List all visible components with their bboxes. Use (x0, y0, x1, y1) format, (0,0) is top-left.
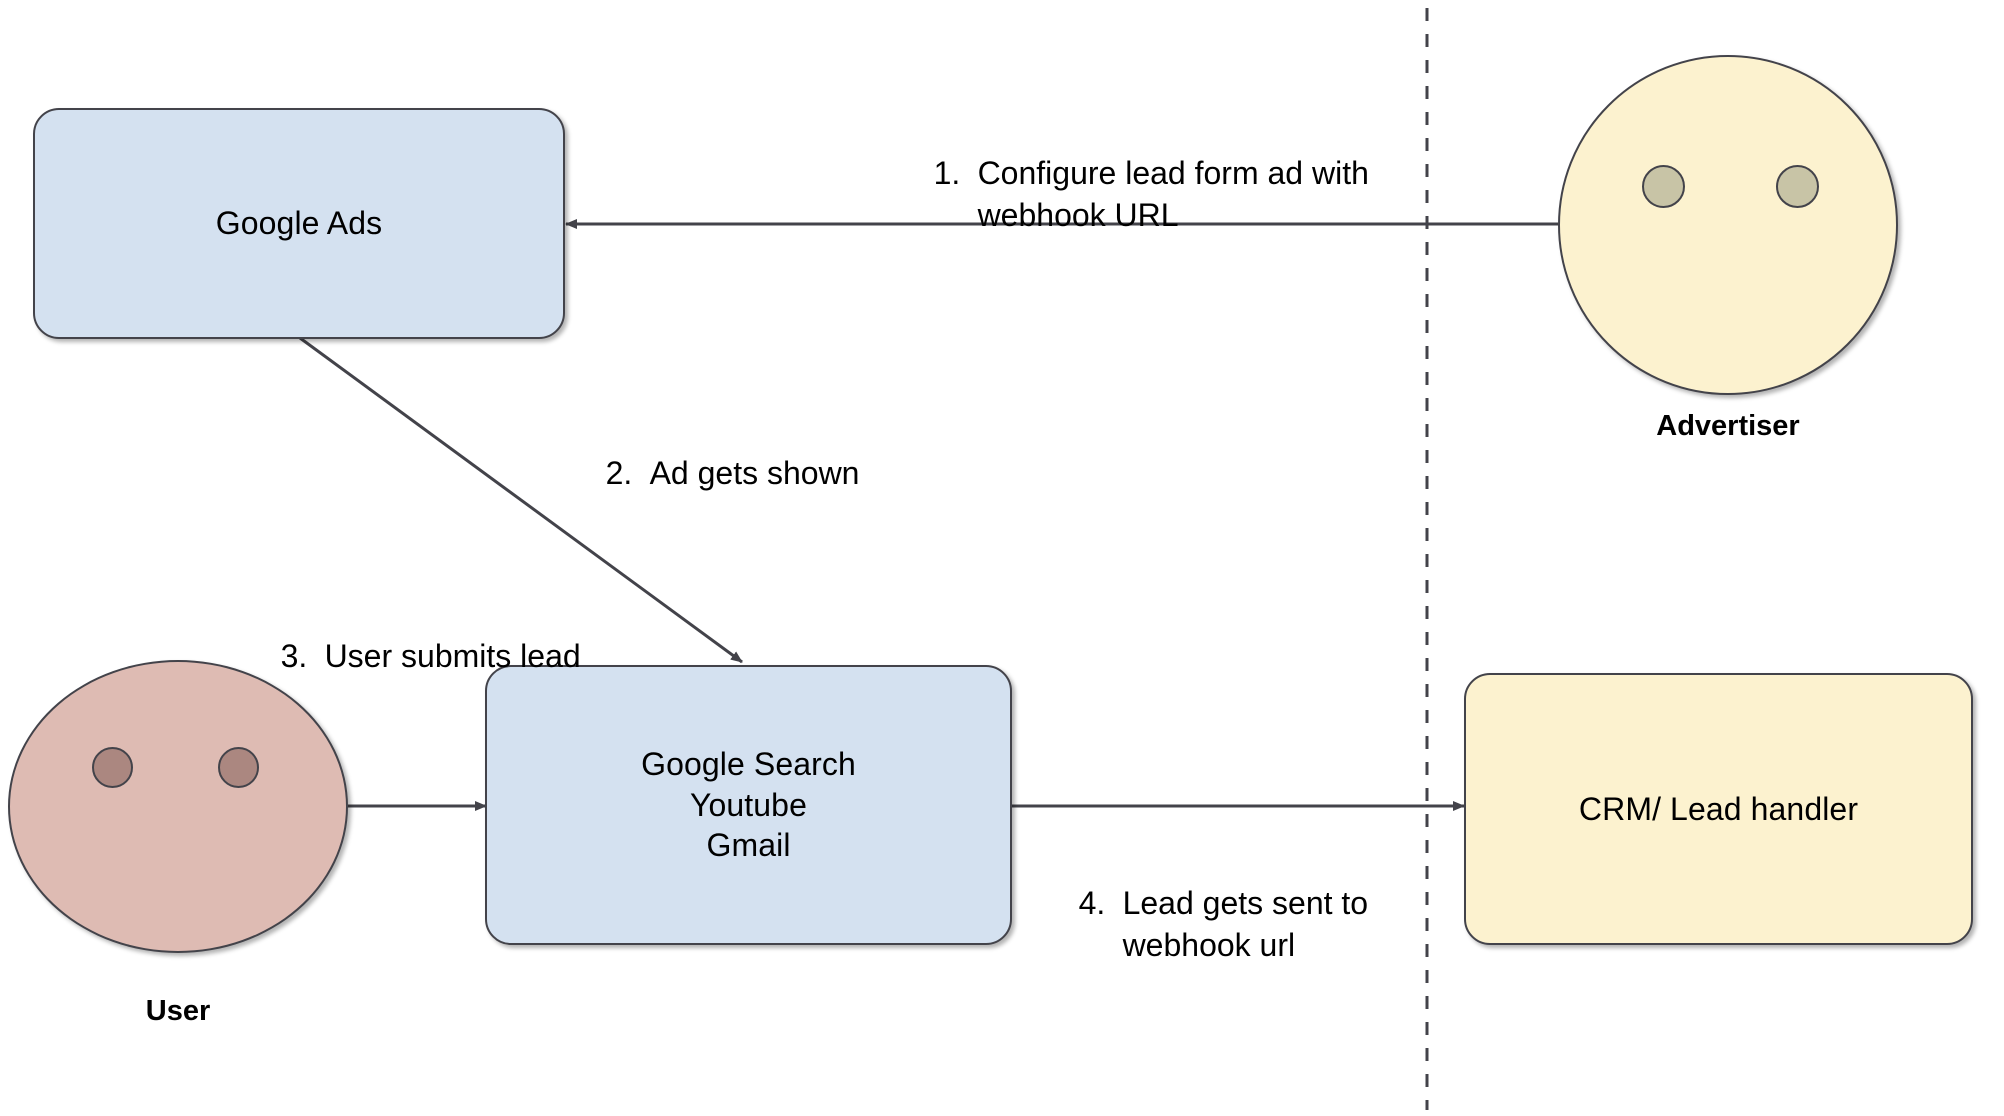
advertiser-left-eye-icon (1642, 165, 1685, 208)
flow-label-3: 3. User submits lead (245, 593, 581, 720)
flow-label-4-number: 4. (1078, 885, 1106, 922)
actor-user-label: User (145, 995, 211, 1027)
flow-label-4-text: Lead gets sent to webhook url (1122, 885, 1369, 964)
node-crm-lead-handler[interactable]: CRM/ Lead handler (1464, 673, 1973, 945)
flow-label-1-text: Configure lead form ad with webhook URL (977, 155, 1369, 234)
advertiser-right-eye-icon (1776, 165, 1819, 208)
flow-label-2: 2. Ad gets shown (570, 410, 860, 537)
actor-advertiser-label: Advertiser (1656, 410, 1800, 442)
flow-label-3-number: 3. (280, 638, 308, 675)
node-google-ads[interactable]: Google Ads (33, 108, 565, 339)
user-right-eye-icon (218, 747, 259, 788)
flow-label-3-text: User submits lead (324, 638, 581, 675)
user-left-eye-icon (92, 747, 133, 788)
node-google-ads-label: Google Ads (215, 205, 383, 242)
node-crm-lead-handler-label: CRM/ Lead handler (1578, 790, 1859, 827)
flow-label-1: 1. Configure lead form ad with webhook UR… (898, 110, 1369, 279)
flow-label-2-number: 2. (605, 455, 633, 492)
flow-label-1-number: 1. (933, 155, 961, 192)
flow-label-2-text: Ad gets shown (649, 455, 860, 492)
node-google-surfaces-label: Google Search Youtube Gmail (641, 745, 856, 864)
actor-advertiser[interactable] (1558, 55, 1898, 395)
arrow-google-ads-to-surfaces (299, 336, 743, 664)
node-google-surfaces[interactable]: Google Search Youtube Gmail (485, 665, 1012, 945)
actor-user[interactable] (8, 660, 348, 953)
flow-label-4: 4. Lead gets sent to webhook url (1043, 840, 1369, 1009)
